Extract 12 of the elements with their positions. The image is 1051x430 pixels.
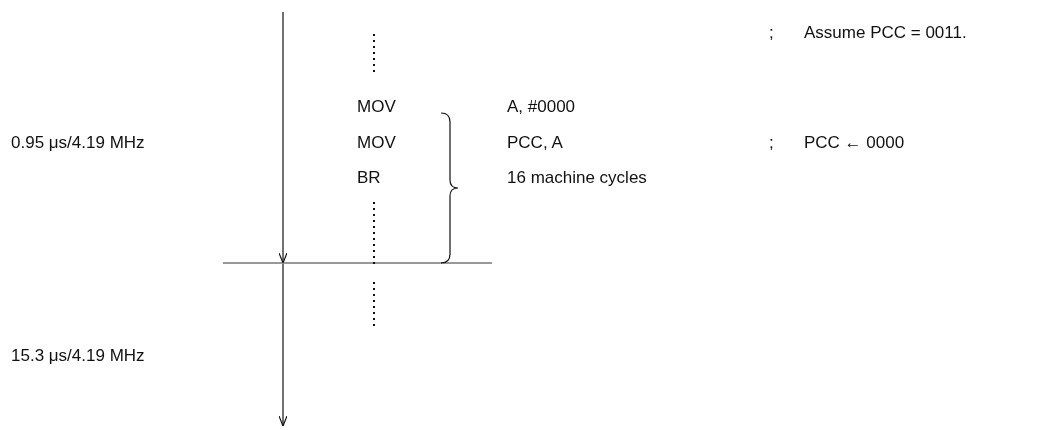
operand: PCC, A <box>507 132 563 154</box>
instruction: MOV <box>357 96 396 118</box>
separator: ; <box>769 22 774 44</box>
timing-label: 15.3 μs/4.19 MHz <box>11 345 145 367</box>
operand: 16 machine cycles <box>507 167 647 189</box>
comment: PCC ← 0000 <box>804 132 905 154</box>
instruction: MOV <box>357 132 396 154</box>
operand: A, #0000 <box>507 96 576 118</box>
instruction: BR <box>357 167 381 189</box>
timing-label: 0.95 μs/4.19 MHz <box>11 132 145 154</box>
separator: ; <box>769 132 774 154</box>
comment: Assume PCC = 0011. <box>804 22 967 44</box>
